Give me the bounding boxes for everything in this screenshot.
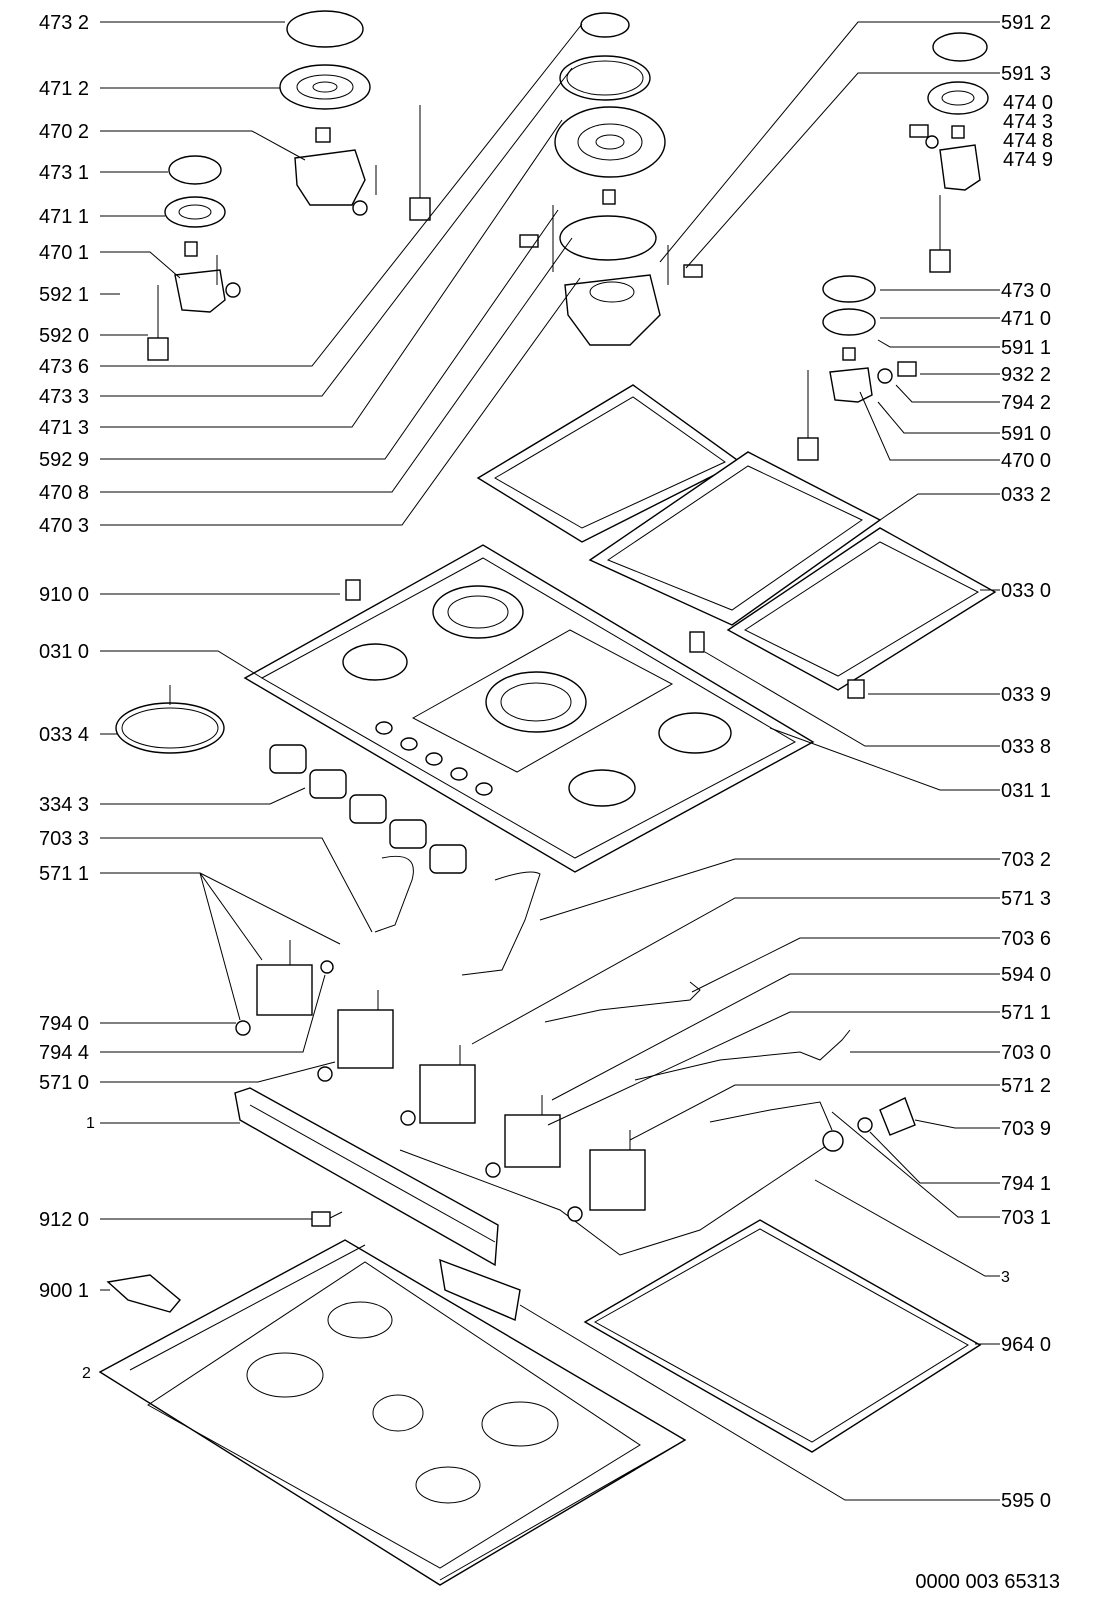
part-label: 470 0 xyxy=(1001,450,1051,472)
part-label: 900 1 xyxy=(39,1280,89,1302)
part-label: 471 3 xyxy=(39,417,89,439)
part-label: 703 9 xyxy=(1001,1118,1051,1140)
fasteners xyxy=(106,1211,343,1313)
part-label: 703 6 xyxy=(1001,928,1051,950)
burner-left-rear xyxy=(279,10,431,221)
leader-lines xyxy=(100,21,1000,1501)
part-label: 571 1 xyxy=(1001,1002,1051,1024)
part-label: 033 4 xyxy=(39,724,89,746)
part-label: 474 0 xyxy=(1003,92,1053,114)
part-label: 474 3 xyxy=(1003,111,1053,133)
hob-seal xyxy=(583,1219,982,1453)
part-label: 033 9 xyxy=(1001,684,1051,706)
part-label: 571 3 xyxy=(1001,888,1051,910)
part-label: 473 6 xyxy=(39,356,89,378)
part-label: 470 3 xyxy=(39,515,89,537)
part-label: 334 3 xyxy=(39,794,89,816)
part-label: 595 0 xyxy=(1001,1490,1051,1512)
part-label: 703 1 xyxy=(1001,1207,1051,1229)
part-label: 474 8 xyxy=(1003,130,1053,152)
part-label: 910 0 xyxy=(39,584,89,606)
part-label: 794 1 xyxy=(1001,1173,1051,1195)
part-label: 033 2 xyxy=(1001,484,1051,506)
part-label: 471 0 xyxy=(1001,308,1051,330)
part-labels-left: 473 2 471 2 470 2 473 1 471 1 470 1 592 … xyxy=(39,12,95,1382)
part-label: 591 3 xyxy=(1001,63,1051,85)
part-label: 592 9 xyxy=(39,449,89,471)
part-label: 912 0 xyxy=(39,1209,89,1231)
part-label: 591 2 xyxy=(1001,12,1051,34)
part-label: 3 xyxy=(1001,1269,1010,1286)
part-label: 703 0 xyxy=(1001,1042,1051,1064)
part-label: 473 1 xyxy=(39,162,89,184)
part-label: 594 0 xyxy=(1001,964,1051,986)
part-label: 033 0 xyxy=(1001,580,1051,602)
part-label: 591 0 xyxy=(1001,423,1051,445)
base-tray xyxy=(98,1239,687,1586)
part-label: 794 2 xyxy=(1001,392,1051,414)
part-label: 473 3 xyxy=(39,386,89,408)
hob-top-plate xyxy=(243,544,865,873)
part-label: 592 0 xyxy=(39,325,89,347)
part-label: 964 0 xyxy=(1001,1334,1051,1356)
part-label: 471 2 xyxy=(39,78,89,100)
part-label: 471 1 xyxy=(39,206,89,228)
burner-left-front xyxy=(147,155,241,361)
part-label: 703 3 xyxy=(39,828,89,850)
part-label: 703 2 xyxy=(1001,849,1051,871)
part-label: 794 4 xyxy=(39,1042,89,1064)
part-label: 033 8 xyxy=(1001,736,1051,758)
front-rail xyxy=(234,1087,499,1267)
part-label: 470 2 xyxy=(39,121,89,143)
part-label: 470 8 xyxy=(39,482,89,504)
part-label: 473 0 xyxy=(1001,280,1051,302)
part-label: 1 xyxy=(86,1115,95,1132)
burner-right-front xyxy=(797,275,917,461)
wok-burner xyxy=(519,12,703,346)
part-label: 031 0 xyxy=(39,641,89,663)
wok-ring xyxy=(115,685,225,754)
part-labels-right: 591 2 591 3 474 0 474 3 474 8 474 9 473 … xyxy=(1001,12,1053,1512)
part-label: 794 0 xyxy=(39,1013,89,1035)
pan-supports xyxy=(476,384,997,691)
part-label: 571 1 xyxy=(39,863,89,885)
part-label: 932 2 xyxy=(1001,364,1051,386)
burner-right-rear xyxy=(909,32,989,273)
parts-drawing xyxy=(98,10,997,1586)
part-label: 571 2 xyxy=(1001,1075,1051,1097)
part-label: 591 1 xyxy=(1001,337,1051,359)
control-knobs xyxy=(269,744,467,874)
part-label: 473 2 xyxy=(39,12,89,34)
part-label: 031 1 xyxy=(1001,780,1051,802)
gas-pipes xyxy=(374,855,916,1256)
part-label: 592 1 xyxy=(39,284,89,306)
part-label: 2 xyxy=(82,1365,91,1382)
part-label: 474 9 xyxy=(1003,149,1053,171)
drawing-number: 0000 003 65313 xyxy=(915,1571,1060,1593)
part-label: 470 1 xyxy=(39,242,89,264)
part-label: 571 0 xyxy=(39,1072,89,1094)
